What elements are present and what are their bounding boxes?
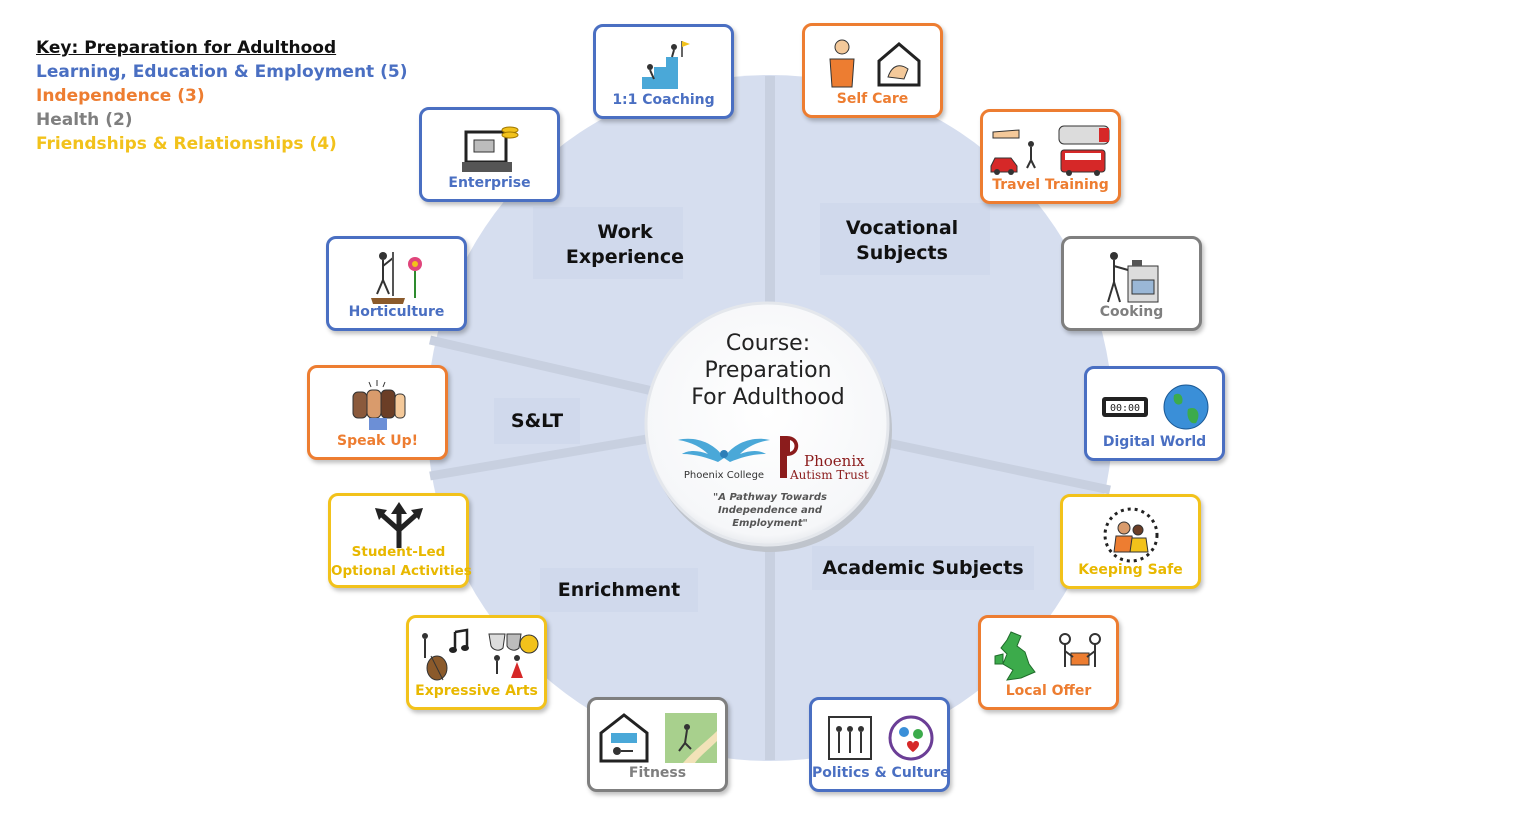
card-speak-up-label: Speak Up! [336,433,418,449]
gardener-flower-icon [370,252,422,304]
card-self-care[interactable]: Self Care [802,23,943,118]
sector-highlight-enrichment [540,568,698,612]
train-bus-icon [1058,125,1109,176]
card-keeping-safe[interactable]: Keeping Safe [1060,494,1201,589]
music-icon [421,628,469,681]
people-circle-icon [1103,507,1158,563]
multicultural-icon [888,715,933,761]
sector-vocational-line2: Subjects [856,242,948,264]
card-student-led[interactable]: Student-Led Optional Activities [328,493,472,588]
card-keeping-safe-label: Keeping Safe [1078,562,1183,578]
card-enterprise[interactable]: Enterprise [419,107,560,202]
phoenix-p-icon [780,436,799,478]
key-item-friendships: Friendships & Relationships (4) [36,134,337,154]
card-horticulture[interactable]: Horticulture [326,236,467,331]
sector-vocational-line1: Vocational [845,217,959,239]
card-student-led-label: Student-Led Optional Activities [331,543,472,581]
card-digital-world-label: Digital World [1102,434,1207,450]
card-expressive-arts-label: Expressive Arts [415,683,538,699]
card-fitness-label: Fitness [628,765,687,781]
key-item-health: Health (2) [36,110,133,130]
sector-enrichment: Enrichment [557,579,681,601]
svg-text:00:00: 00:00 [1109,403,1139,414]
card-travel-training[interactable]: Travel Training [980,109,1121,204]
card-cooking[interactable]: Cooking [1061,236,1202,331]
sector-highlight-academic [812,546,1034,590]
phoenix-college-logo: Phoenix College [672,432,776,481]
card-coaching-label: 1:1 Coaching [612,92,715,108]
sector-slt: S&LT [510,410,564,432]
sector-work-line1: Work [597,221,653,243]
sector-vocational-subjects: Vocational Subjects [830,216,974,266]
card-self-care-label: Self Care [836,91,909,107]
card-fitness[interactable]: Fitness [587,697,728,792]
home-hand-icon [877,42,920,87]
card-horticulture-label: Horticulture [348,304,445,320]
card-expressive-arts[interactable]: Expressive Arts [406,615,547,710]
card-politics-culture-label: Politics & Culture [812,765,950,781]
course-title-line1: Course: [725,331,811,356]
sector-highlight-slt [494,398,580,444]
uk-map-icon [994,631,1036,681]
card-coaching[interactable]: 1:1 Coaching [593,24,734,119]
autism-trust-line2: Autism Trust [790,468,869,482]
card-digital-world[interactable]: 00:00 Digital World [1084,366,1225,461]
person-cooker-icon [1106,252,1158,303]
gym-house-icon [599,713,648,763]
voting-people-icon [827,716,872,760]
phoenix-bird-icon [678,438,770,462]
sector-work-experience: Work Experience [553,220,697,270]
steps-climb-icon [641,41,690,89]
key-item-learning: Learning, Education & Employment (5) [36,62,408,82]
center-circle [644,301,890,547]
shop-counter-icon [461,126,518,172]
sector-highlight-work [533,207,683,279]
card-speak-up[interactable]: Speak Up! [307,365,448,460]
globe-icon [1163,384,1208,430]
card-local-offer-label: Local Offer [1005,683,1092,699]
card-politics-culture[interactable]: Politics & Culture [809,697,950,792]
sector-academic-subjects: Academic Subjects [822,557,1024,579]
key-title: Key: Preparation for Adulthood [36,38,337,58]
card-enterprise-label: Enterprise [448,175,531,191]
raised-fists-icon [352,380,405,430]
autism-trust-line1: Phoenix [804,452,865,470]
phoenix-college-label: Phoenix College [683,470,765,481]
card-travel-training-label: Travel Training [992,177,1109,193]
pointing-car-icon [990,129,1036,175]
sector-highlight-vocational [820,203,990,275]
card-cooking-label: Cooking [1099,304,1164,320]
key-item-independence: Independence (3) [36,86,205,106]
theatre-dance-icon [487,633,538,678]
course-title-line3: For Adulthood [691,385,845,410]
digital-clock-icon: 00:00 [1101,397,1148,417]
runner-icon [664,713,717,763]
course-tagline: "A Pathway Towards Independence and Empl… [713,492,827,529]
course-title: Course: Preparation For Adulthood [660,330,876,411]
card-student-led-line1: Student-Led [351,544,446,560]
sector-work-line2: Experience [565,246,685,268]
person-icon [828,39,855,88]
branching-arrows-icon [374,502,423,548]
card-student-led-line2: Optional Activities [331,563,472,579]
course-title-line2: Preparation [704,358,832,383]
people-exchange-icon [1058,633,1101,667]
card-local-offer[interactable]: Local Offer [978,615,1119,710]
key-legend: Key: Preparation for Adulthood Learning,… [36,36,407,156]
